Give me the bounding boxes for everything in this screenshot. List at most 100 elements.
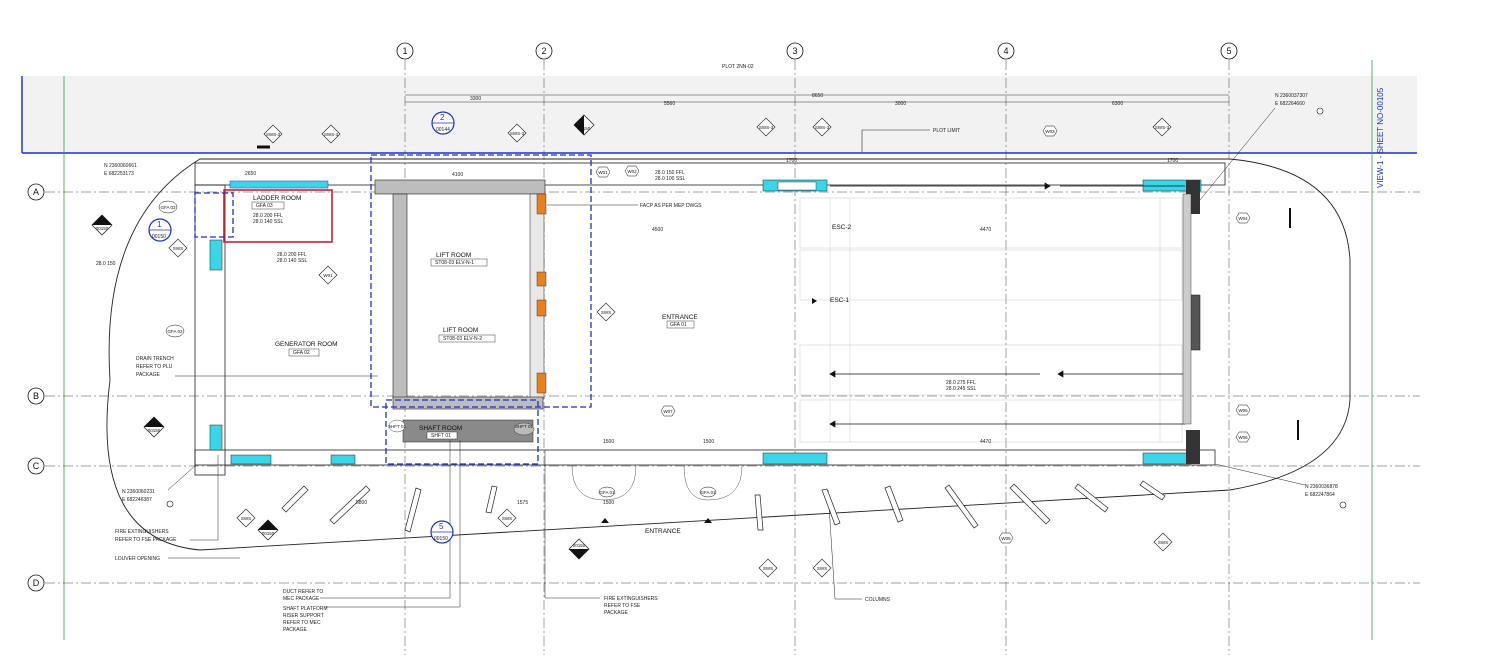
lift-core xyxy=(374,179,547,410)
svg-text:5800: 5800 xyxy=(356,500,367,506)
svg-text:PACKAGE: PACKAGE xyxy=(283,627,307,633)
svg-text:SWS: SWS xyxy=(763,566,773,571)
top-dimension-string: 3300 5560 8650 3000 6300 xyxy=(405,93,1229,107)
svg-text:GFA 01: GFA 01 xyxy=(670,322,687,328)
grid-bubble-2[interactable]: 2 xyxy=(535,42,553,60)
detail-callout-ladder[interactable] xyxy=(194,192,234,238)
svg-text:1500: 1500 xyxy=(703,439,714,445)
sws-tag[interactable]: SWS-3 xyxy=(507,123,527,143)
svg-text:PACKAGE: PACKAGE xyxy=(604,610,628,616)
svg-text:8650: 8650 xyxy=(812,93,823,99)
sws-tag[interactable]: SWS-3 xyxy=(756,117,776,137)
grid-bubble-B[interactable]: B xyxy=(27,387,45,405)
elevation-marker-1[interactable]: 2 00150 xyxy=(91,214,113,236)
svg-text:LADDER ROOM: LADDER ROOM xyxy=(253,195,301,202)
lift-room-1[interactable]: LIFT ROOM ST08-03 ELV-N-1 xyxy=(430,252,488,267)
window-tag[interactable]: W05 xyxy=(998,532,1014,544)
svg-text:1575: 1575 xyxy=(517,500,528,506)
svg-text:GFA 01: GFA 01 xyxy=(700,490,716,495)
sws-tag[interactable]: SWS xyxy=(1153,532,1173,552)
svg-text:00144: 00144 xyxy=(436,127,450,133)
svg-text:1700: 1700 xyxy=(1167,158,1178,164)
gfa-tag[interactable]: GFA 01 xyxy=(699,486,717,498)
sws-tag[interactable]: SWS-3 xyxy=(263,124,283,144)
esc-1-label: ESC-1 xyxy=(830,297,850,304)
grid-rows xyxy=(45,191,1420,584)
svg-text:GENERATOR ROOM: GENERATOR ROOM xyxy=(275,341,338,348)
detail-callout-shaft[interactable] xyxy=(385,399,539,465)
svg-text:6300: 6300 xyxy=(1112,101,1123,107)
svg-text:5: 5 xyxy=(439,522,444,531)
window-tag[interactable]: W04 xyxy=(1235,212,1251,224)
shaft-room[interactable]: SHAFT ROOM SHFT 01 SHFT 01 SHFT 01 xyxy=(388,419,535,443)
svg-text:DRAIN TRENCH: DRAIN TRENCH xyxy=(136,356,174,362)
lift-room-2[interactable]: LIFT ROOM ST08-03 ELV-N-2 xyxy=(438,327,496,343)
escalator-arrows xyxy=(829,182,1185,428)
grid-bubble-C[interactable]: C xyxy=(27,457,45,475)
svg-text:00150: 00150 xyxy=(96,226,109,231)
coordinate-4: N 2360036878 E 682247864 xyxy=(1214,463,1347,509)
sws-tag[interactable]: SWS xyxy=(758,558,778,578)
entrance-doors[interactable] xyxy=(571,465,743,501)
sws-tag[interactable]: SWS xyxy=(168,238,188,258)
window-tag[interactable]: W06 xyxy=(1235,431,1251,443)
window-tag[interactable]: W01 xyxy=(595,166,611,178)
sws-tag[interactable]: SWS-3 xyxy=(1152,117,1172,137)
coordinate-2: N 2360037307 E 682264660 xyxy=(1199,93,1324,201)
svg-text:2: 2 xyxy=(541,46,546,56)
window-tag[interactable]: W05 xyxy=(1235,404,1251,416)
sws-tag[interactable]: SWS xyxy=(236,508,256,528)
section-marker-2[interactable]: 2 00144 xyxy=(431,111,455,135)
elevation-marker-3[interactable]: 1 00150 xyxy=(143,416,165,438)
svg-text:REFER TO PLU: REFER TO PLU xyxy=(136,364,173,370)
svg-text:W04: W04 xyxy=(1238,216,1248,221)
svg-text:ST08-03 ELV-N-2: ST08-03 ELV-N-2 xyxy=(443,336,482,342)
entrance-room[interactable]: ENTRANCE GFA 01 xyxy=(662,314,698,329)
svg-text:REFER TO FSE PACKAGE: REFER TO FSE PACKAGE xyxy=(115,537,177,543)
window-tag[interactable]: W02 xyxy=(624,165,640,177)
view-reference[interactable]: VIEW-1 - SHEET NO-00105 xyxy=(1376,87,1385,188)
section-marker-1[interactable]: 1 00150 xyxy=(148,218,172,242)
ladder-room[interactable]: LADDER ROOM GFA 03 xyxy=(223,189,333,243)
svg-text:SWS-3: SWS-3 xyxy=(510,131,525,136)
elevation-marker-5[interactable]: 00150 xyxy=(568,538,590,560)
svg-text:SHFT 01: SHFT 01 xyxy=(388,424,406,429)
elevation-marker-4[interactable]: 2 00150 xyxy=(257,519,279,541)
detail-callout-lift[interactable] xyxy=(370,154,592,408)
svg-text:3300: 3300 xyxy=(470,96,481,102)
svg-text:REFER TO FSE: REFER TO FSE xyxy=(604,603,641,609)
svg-text:2: 2 xyxy=(101,218,104,223)
svg-text:SHFT 01: SHFT 01 xyxy=(431,433,451,439)
svg-text:1700: 1700 xyxy=(786,158,797,164)
section-marker-5[interactable]: 5 00150 xyxy=(430,520,454,544)
grid-bubble-D[interactable]: D xyxy=(27,574,45,592)
grid-bubble-3[interactable]: 3 xyxy=(786,42,804,60)
window-tag[interactable]: W07 xyxy=(660,405,676,417)
level-ssl-3: 28.0 245 SSL xyxy=(946,386,977,392)
grid-bubble-1[interactable]: 1 xyxy=(396,42,414,60)
gfa-tag[interactable]: GFA 02 xyxy=(165,324,185,338)
gfa-tag[interactable]: GFA 01 xyxy=(598,486,616,498)
sws-tag[interactable]: SWS xyxy=(812,558,832,578)
window-tag[interactable]: W03 xyxy=(1042,125,1058,137)
svg-text:N 2360060661: N 2360060661 xyxy=(104,163,137,169)
sws-tag[interactable]: SWS-3 xyxy=(812,117,832,137)
sws-tag[interactable]: SWS-3 xyxy=(321,124,341,144)
grid-bubble-4[interactable]: 4 xyxy=(997,42,1015,60)
svg-text:4470: 4470 xyxy=(980,439,991,445)
svg-text:SWS: SWS xyxy=(601,310,611,315)
grid-bubble-A[interactable]: A xyxy=(27,183,45,201)
svg-text:3: 3 xyxy=(792,46,797,56)
sws-tag[interactable]: SWS xyxy=(596,302,616,322)
svg-text:SWS-3: SWS-3 xyxy=(266,132,281,137)
grid-bubble-5[interactable]: 5 xyxy=(1220,42,1238,60)
window-tag[interactable]: W01 xyxy=(318,265,338,285)
generator-room[interactable]: GENERATOR ROOM GFA 02 xyxy=(275,341,338,357)
elevation-marker-2[interactable]: 00150 xyxy=(573,114,595,136)
svg-text:N 2360036878: N 2360036878 xyxy=(1305,484,1338,490)
svg-text:4: 4 xyxy=(1003,46,1008,56)
svg-text:3000: 3000 xyxy=(895,101,906,107)
sws-tag[interactable]: SWS xyxy=(497,508,517,528)
plot-limit-label: PLOT LIMIT xyxy=(933,128,960,134)
gfa-tag[interactable]: GFA 03 xyxy=(158,200,178,214)
